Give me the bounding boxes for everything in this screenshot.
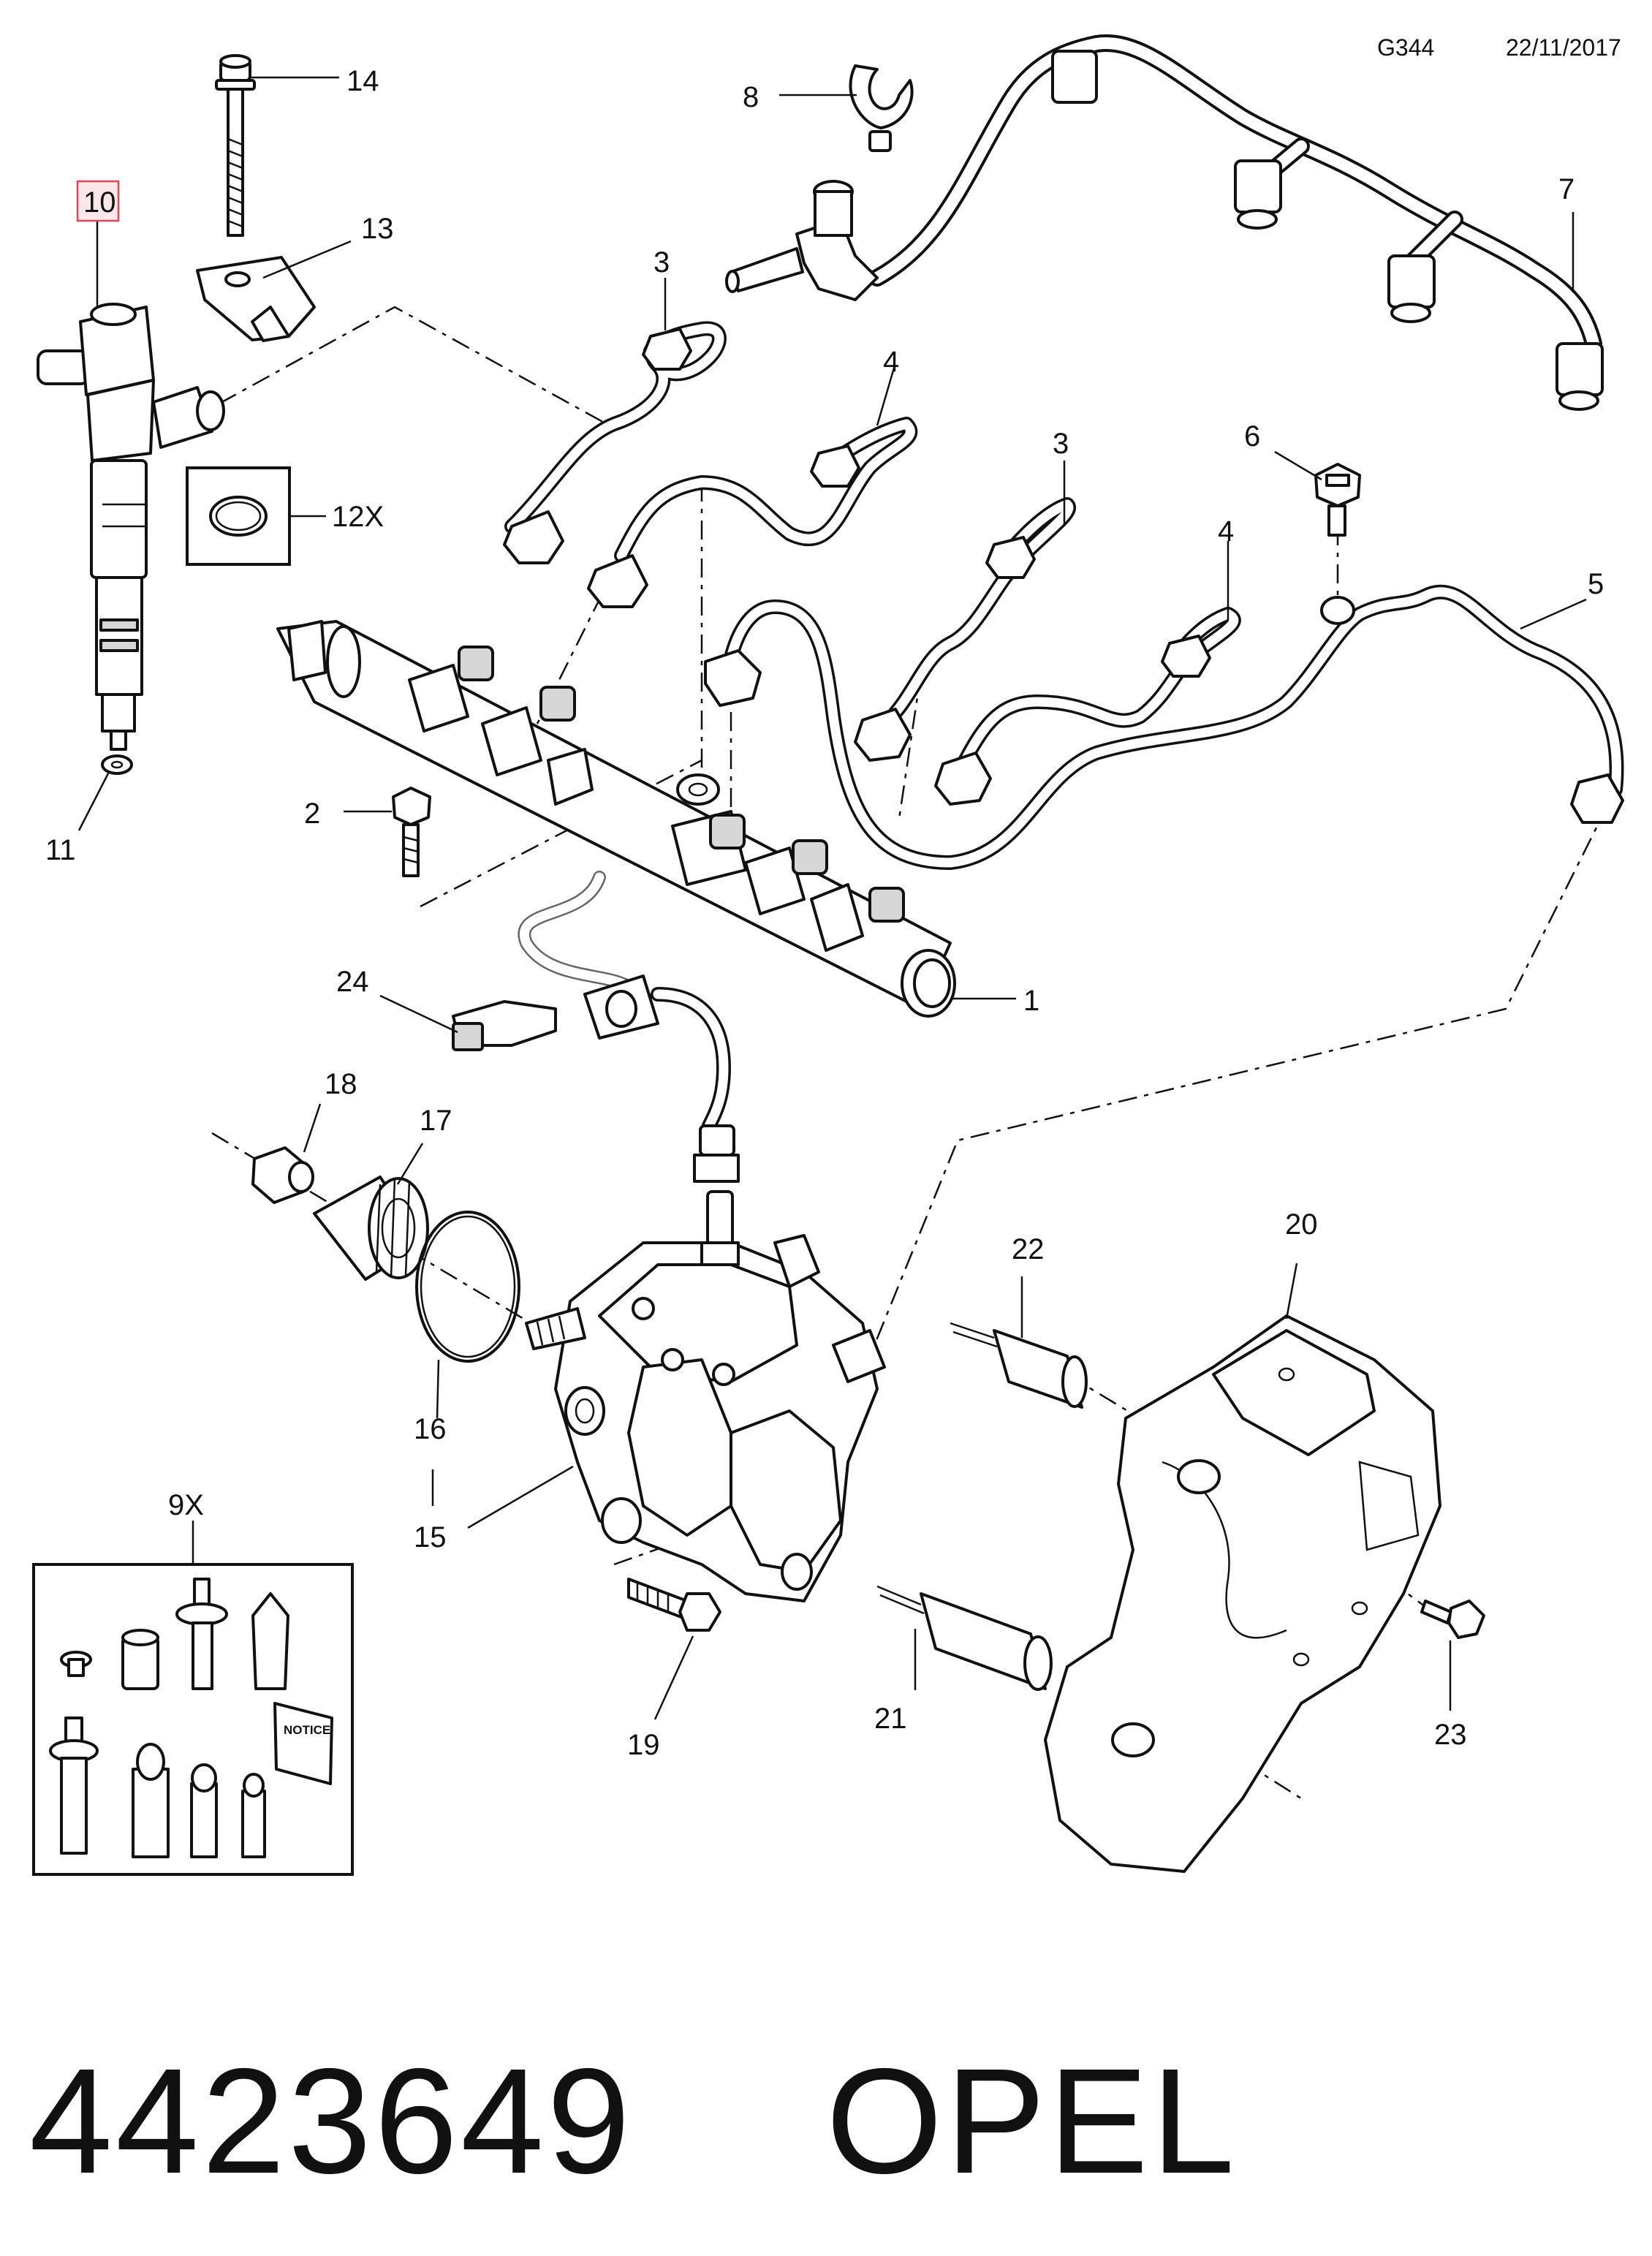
callout-4a: 4 [883, 346, 899, 378]
pump-bracket [1044, 1314, 1441, 1873]
callout-20: 20 [1285, 1208, 1318, 1241]
high-pressure-pump [525, 1190, 886, 1602]
callout-3a: 3 [653, 246, 670, 279]
callout-1: 1 [1023, 985, 1039, 1017]
bracket-bolt [1314, 463, 1361, 537]
fuel-rail [276, 620, 956, 1018]
callout-7: 7 [1558, 173, 1575, 205]
callout-8: 8 [743, 81, 759, 113]
callout-18: 18 [325, 1068, 357, 1100]
service-kit-tools: NOTICE [49, 1578, 333, 1858]
brand-name: OPEL [826, 2037, 1238, 2205]
pump-gear [313, 1176, 429, 1281]
callout-17: 17 [420, 1105, 452, 1137]
injector-washer [101, 754, 133, 775]
diagram-code: G344 [1377, 34, 1434, 61]
pump-nut [251, 1146, 314, 1204]
callout-6: 6 [1244, 420, 1260, 453]
bracket-stud-upper [950, 1322, 1088, 1409]
callout-21: 21 [874, 1703, 907, 1735]
callout-14: 14 [346, 65, 379, 97]
bracket-bolt-23 [1420, 1600, 1485, 1639]
callout-13: 13 [361, 213, 394, 245]
bracket-stud-lower [876, 1585, 1053, 1691]
pump-o-ring [415, 1211, 520, 1363]
callout-23: 23 [1434, 1719, 1467, 1751]
callout-24: 24 [336, 966, 369, 998]
callout-11: 11 [45, 834, 76, 866]
callout-19: 19 [627, 1729, 660, 1761]
leader-lines [77, 76, 1587, 1720]
harness-clip [849, 64, 914, 152]
pump-bolt [627, 1578, 721, 1632]
callout-2: 2 [304, 798, 320, 830]
callout-4b: 4 [1218, 515, 1234, 548]
fuel-injector [37, 303, 225, 751]
callout-10: 10 [83, 186, 116, 219]
part-number: 4423649 [29, 2037, 633, 2205]
notice-label: NOTICE [284, 1723, 330, 1737]
wiring-harness [725, 34, 1604, 411]
injector-clamp [196, 256, 316, 342]
callout-3b: 3 [1053, 428, 1069, 460]
callout-5: 5 [1588, 568, 1604, 600]
highlight-box-10 [76, 180, 120, 222]
callout-22: 22 [1012, 1233, 1045, 1265]
clamp-bolt [215, 54, 256, 237]
pressure-sensor-assembly [452, 871, 740, 1183]
callout-9x: 9X [168, 1489, 204, 1521]
rail-bolt [392, 787, 431, 877]
fuel-lines [503, 321, 1624, 870]
callout-15: 15 [414, 1521, 447, 1553]
diagram-date: 22/11/2017 [1506, 34, 1621, 61]
callout-16: 16 [414, 1413, 447, 1445]
callout-12x: 12X [332, 501, 384, 533]
